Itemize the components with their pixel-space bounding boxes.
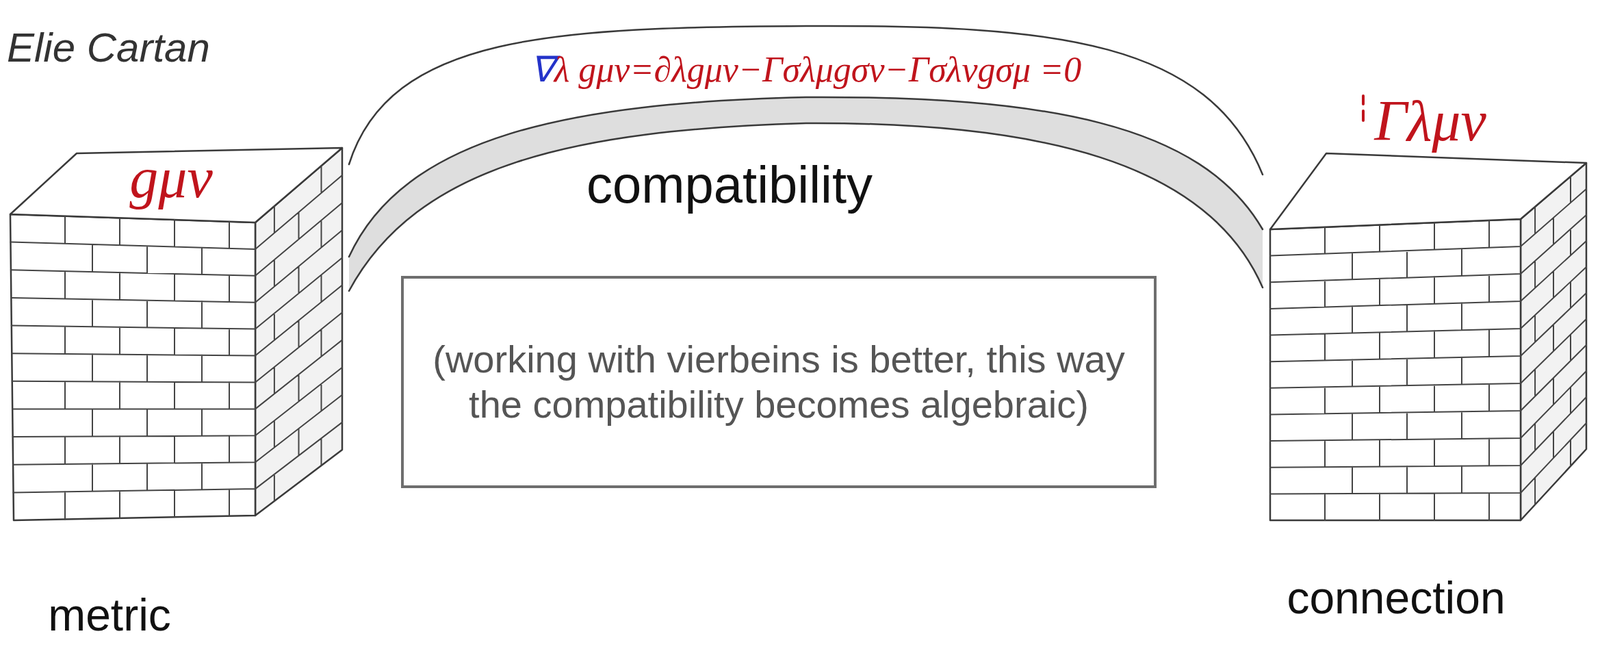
author-name: Elie Cartan [6, 27, 211, 69]
arch-outline [349, 97, 1263, 257]
note-box: (working with vierbeins is better, this … [401, 275, 1157, 488]
note-text: (working with vierbeins is better, this … [428, 336, 1130, 428]
metric-symbol: gμν [129, 149, 213, 207]
pillar-face [10, 147, 343, 223]
pillar-caption: metric [47, 591, 172, 638]
pillar-caption: connection [1286, 574, 1505, 621]
brick-joints [10, 165, 343, 519]
arch-side-face [349, 97, 1263, 291]
pillar-face [1270, 218, 1521, 521]
arch-outline [349, 123, 1263, 291]
pillar-face [10, 214, 256, 521]
brick-joints [1270, 176, 1587, 521]
red-dash-mark [1361, 95, 1365, 105]
bridge-caption: compatibility [586, 158, 873, 211]
arch-bridge [349, 26, 1263, 291]
pillar-face [1270, 153, 1587, 230]
brick-pillar-node: gμνmetric [6, 136, 350, 527]
compatibility-formula: ∇λ gμν=∂λgμν−Γσλμgσν−Γσλνgσμ =0 [524, 49, 1088, 91]
connection-symbol: Γλμν [1374, 92, 1487, 150]
brick-pillar-node: Γλμνconnection [1262, 147, 1595, 527]
red-dash-mark [1361, 110, 1365, 121]
arch-outline [349, 26, 1263, 175]
brick-pillar [1262, 147, 1595, 527]
